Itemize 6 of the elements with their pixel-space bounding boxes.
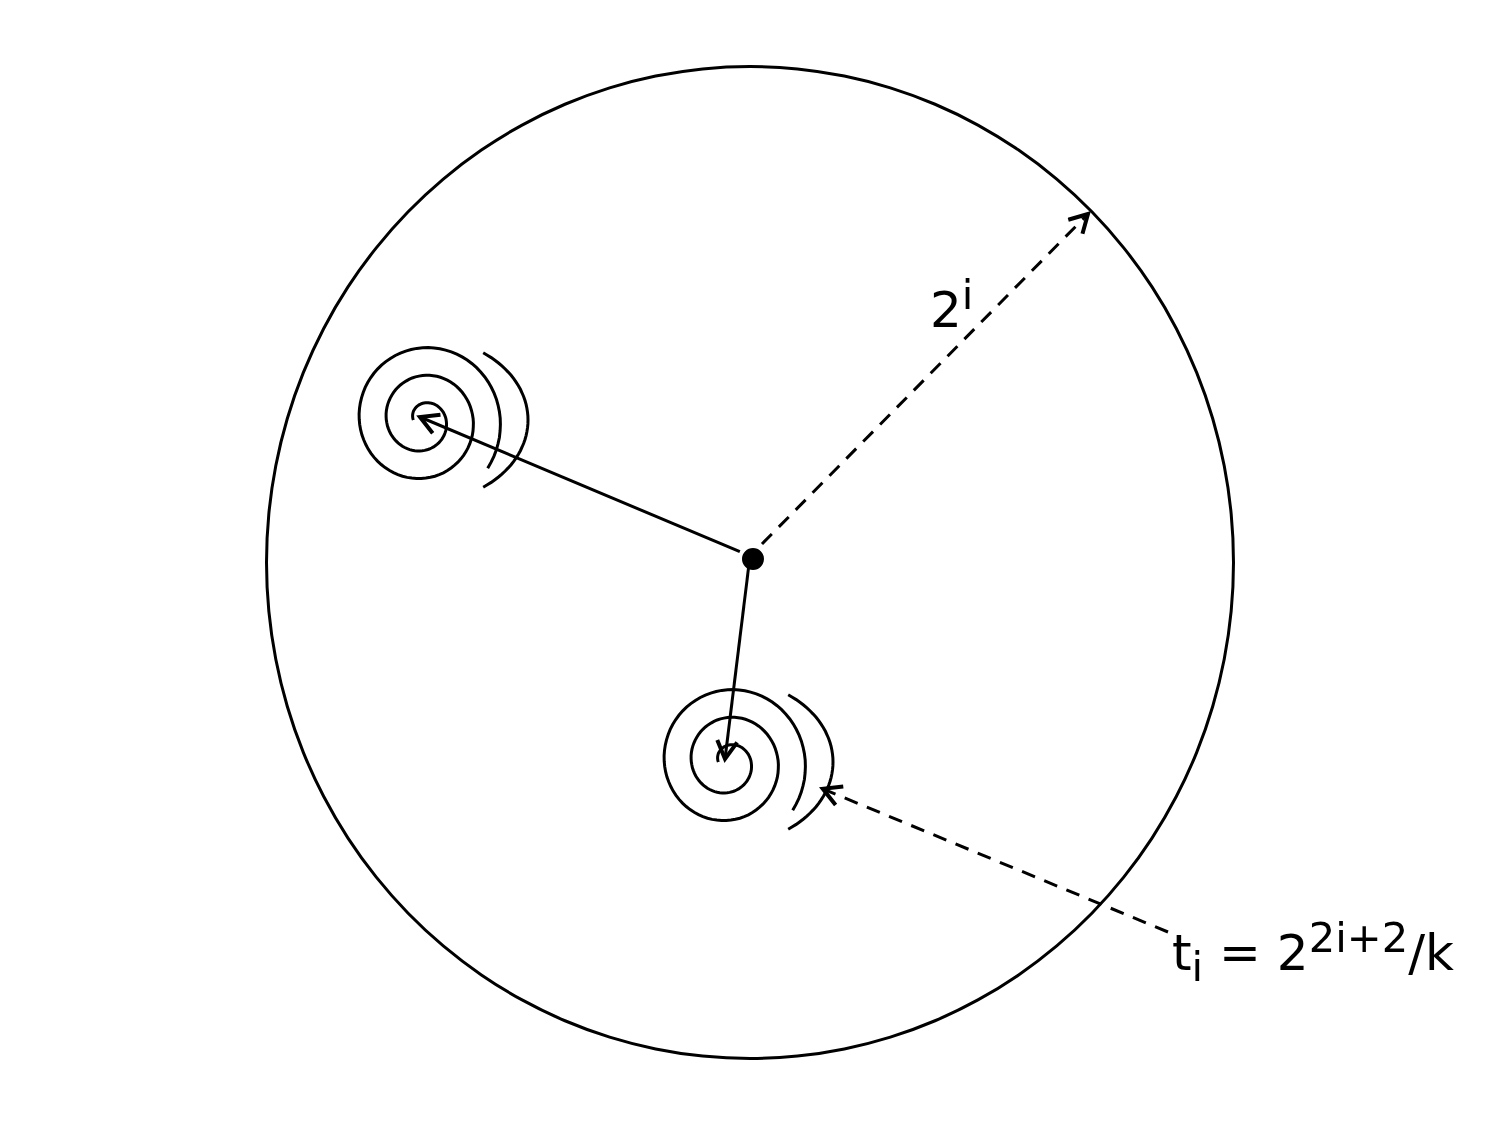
dimension-label: 2$^{i}$: [930, 272, 974, 338]
arrow: [418, 412, 741, 554]
center-dot: [742, 548, 764, 570]
formula-label: t$_{i}$ = 2$^{2i+2}$/k: [1172, 915, 1472, 995]
arrow: [715, 566, 751, 761]
leader-line: [820, 784, 1169, 934]
